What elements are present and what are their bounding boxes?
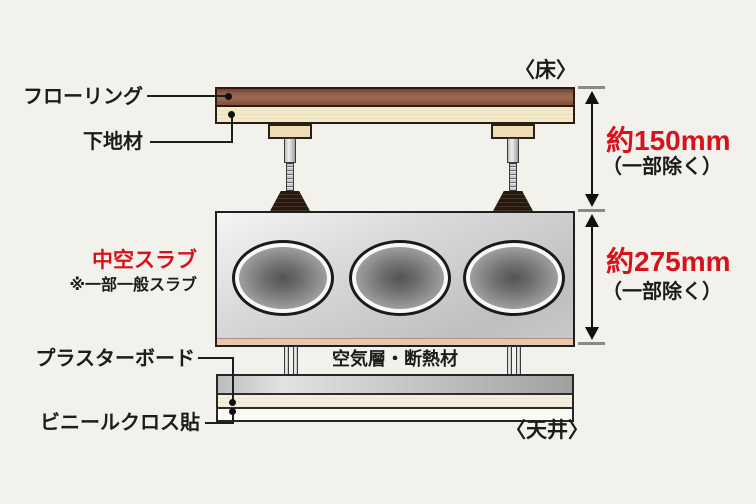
ceiling-caption: 〈天井〉 bbox=[505, 419, 589, 442]
hollow-slab bbox=[215, 211, 575, 347]
plasterboard-layer bbox=[218, 395, 572, 409]
support-block bbox=[491, 124, 535, 139]
floor-dimension-note: （一部除く） bbox=[602, 156, 722, 178]
hollow-core bbox=[232, 240, 334, 316]
arrowhead-up-icon bbox=[585, 214, 599, 227]
dimension-line bbox=[591, 101, 593, 196]
leader-line bbox=[147, 95, 231, 97]
leader-line bbox=[198, 357, 234, 359]
subfloor-layer bbox=[217, 107, 573, 122]
ceiling-channel-layer bbox=[218, 376, 572, 395]
dimension-line bbox=[591, 224, 593, 329]
support-sleeve bbox=[284, 138, 296, 163]
dimension-tick bbox=[578, 86, 605, 89]
ceiling-hanger bbox=[293, 346, 298, 375]
air-insulation-label: 空気層・断熱材 bbox=[332, 349, 458, 369]
ceiling-hanger bbox=[516, 346, 521, 375]
ceiling-assembly bbox=[216, 374, 574, 422]
ceiling-hanger bbox=[507, 346, 512, 375]
plasterboard-label: プラスターボード bbox=[35, 348, 195, 370]
hollow-slab-note: ※一部一般スラブ bbox=[69, 277, 197, 294]
leader-dot bbox=[229, 399, 236, 406]
support-sleeve bbox=[507, 138, 519, 163]
flooring-label: フローリング bbox=[23, 86, 143, 108]
hollow-core-void bbox=[356, 247, 444, 309]
vinyl-cloth-label: ビニールクロス貼 bbox=[40, 412, 200, 434]
support-rubber-foot bbox=[493, 191, 533, 211]
leader-line bbox=[232, 410, 234, 424]
slab-dimension-note: （一部除く） bbox=[602, 281, 722, 303]
support-threaded-rod bbox=[509, 163, 517, 191]
support-block bbox=[268, 124, 312, 139]
hollow-slab-label: 中空スラブ bbox=[92, 249, 197, 272]
leader-line bbox=[232, 357, 234, 403]
arrowhead-up-icon bbox=[585, 91, 599, 104]
dimension-tick bbox=[578, 209, 605, 212]
dimension-tick bbox=[578, 342, 605, 345]
hollow-core-void bbox=[470, 247, 558, 309]
arrowhead-down-icon bbox=[585, 194, 599, 207]
floor-assembly bbox=[215, 87, 575, 124]
floor-dimension-value: 約150mm bbox=[606, 125, 731, 156]
ceiling-hanger bbox=[284, 346, 289, 375]
flooring-layer bbox=[217, 89, 573, 107]
support-threaded-rod bbox=[286, 163, 294, 191]
leader-dot bbox=[228, 111, 235, 118]
support-rubber-foot bbox=[270, 191, 310, 211]
floor-caption: 〈床〉 bbox=[514, 59, 577, 82]
slab-dimension-value: 約275mm bbox=[606, 246, 731, 277]
leader-dot bbox=[225, 93, 232, 100]
arrowhead-down-icon bbox=[585, 327, 599, 340]
hollow-core bbox=[463, 240, 565, 316]
hollow-core bbox=[349, 240, 451, 316]
subfloor-label: 下地材 bbox=[83, 131, 143, 153]
hollow-core-void bbox=[239, 247, 327, 309]
leader-line bbox=[205, 422, 234, 424]
leader-dot bbox=[229, 408, 236, 415]
vinyl-cloth-layer bbox=[218, 409, 572, 420]
slab-bottom-finish bbox=[217, 338, 573, 345]
leader-line bbox=[231, 114, 233, 143]
leader-line bbox=[150, 141, 233, 143]
